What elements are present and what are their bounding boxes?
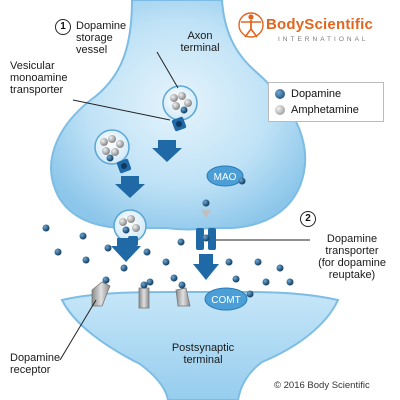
dat-line-3: (for dopamine	[318, 257, 386, 269]
cleft-dopamine	[42, 224, 294, 286]
copyright: © 2016 Body Scientific	[274, 380, 370, 391]
postsynaptic-line-2: terminal	[183, 354, 223, 366]
dat-line-4: reuptake)	[328, 269, 376, 281]
vesicle-top	[162, 85, 198, 132]
legend-label-dopamine: Dopamine	[291, 88, 342, 100]
flow-arrows	[111, 140, 219, 280]
dopamine-transporter	[196, 228, 216, 250]
vitruvian-man-icon	[238, 12, 264, 38]
storage-vessel-line-2: storage	[76, 32, 113, 44]
number-badge-2: 2	[300, 211, 316, 227]
dat-line-2: transporter	[325, 245, 379, 257]
receptor-line-2: receptor	[10, 364, 51, 376]
receptor-line-1: Dopamine	[10, 352, 61, 364]
body-scientific-logo: BodyScientific INTERNATIONAL	[238, 6, 396, 43]
postsynaptic-terminal-label: Postsynaptic terminal	[160, 342, 246, 366]
dopamine-transporter-label: Dopamine transporter (for dopamine reupt…	[312, 233, 392, 281]
storage-vessel-line-1: Dopamine	[76, 20, 127, 32]
amphetamine-dot-icon	[275, 105, 285, 115]
mao-label: MAO	[214, 172, 237, 183]
axon-terminal-line-1: Axon	[187, 30, 213, 42]
vesicle-release	[113, 209, 147, 246]
vesicle-middle	[94, 129, 132, 174]
legend-label-amphetamine: Amphetamine	[291, 104, 359, 116]
axon-terminal-line-2: terminal	[180, 42, 220, 54]
number-badge-1: 1	[55, 19, 71, 35]
dopamine-dot-icon	[275, 89, 285, 99]
dopamine-receptor-label: Dopamine receptor	[10, 352, 60, 376]
legend: Dopamine Amphetamine	[268, 82, 384, 122]
logo-sub-text: INTERNATIONAL	[278, 36, 369, 43]
mao-enzyme: MAO	[206, 165, 246, 187]
storage-vessel-line-3: vessel	[76, 44, 108, 56]
axon-terminal-label: Axon terminal	[175, 30, 225, 54]
reuptake-arrow	[201, 199, 211, 218]
dat-line-1: Dopamine	[326, 233, 378, 245]
vmat-label: Vesicular monoamine transporter	[10, 60, 67, 96]
dopamine-storage-vessel-label: Dopamine storage vessel	[76, 20, 126, 56]
dopamine-receptors	[91, 281, 191, 309]
vmat-line-3: transporter	[10, 84, 64, 96]
postsynaptic-line-1: Postsynaptic	[171, 342, 235, 354]
comt-enzyme: COMT	[204, 287, 254, 311]
comt-label: COMT	[211, 295, 240, 306]
leader-lines	[59, 51, 310, 361]
vmat-line-1: Vesicular	[10, 60, 55, 72]
vmat-line-2: monoamine	[10, 72, 68, 84]
logo-brand-text: BodyScientific	[266, 16, 373, 33]
